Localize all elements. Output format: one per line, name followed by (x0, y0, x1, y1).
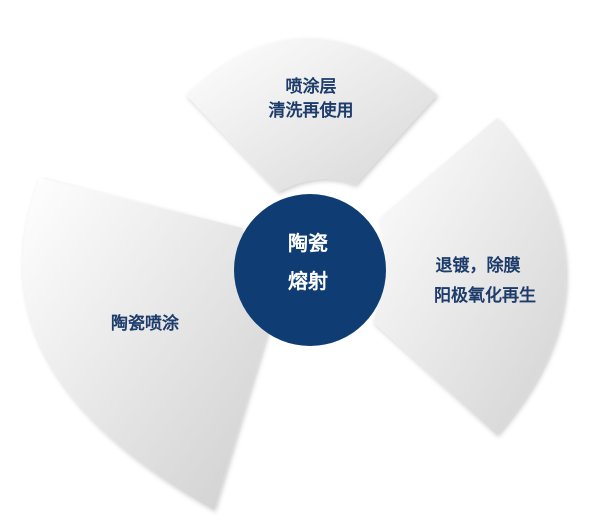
segment-right-line2: 阳极氧化再生 (434, 285, 536, 306)
segment-left-wedge (22, 178, 269, 510)
center-line2: 熔射 (288, 269, 328, 293)
center-circle (234, 194, 386, 346)
center-line1: 陶瓷 (288, 231, 328, 255)
segment-right-line1: 退镀，除膜 (436, 255, 521, 276)
segment-left-line1: 陶瓷喷涂 (111, 313, 180, 334)
segment-top-line2: 清洗再使用 (269, 100, 354, 121)
segment-top-wedge (186, 38, 437, 192)
segment-top-line1: 喷涂层 (286, 76, 337, 97)
segment-right-wedge (373, 118, 566, 435)
